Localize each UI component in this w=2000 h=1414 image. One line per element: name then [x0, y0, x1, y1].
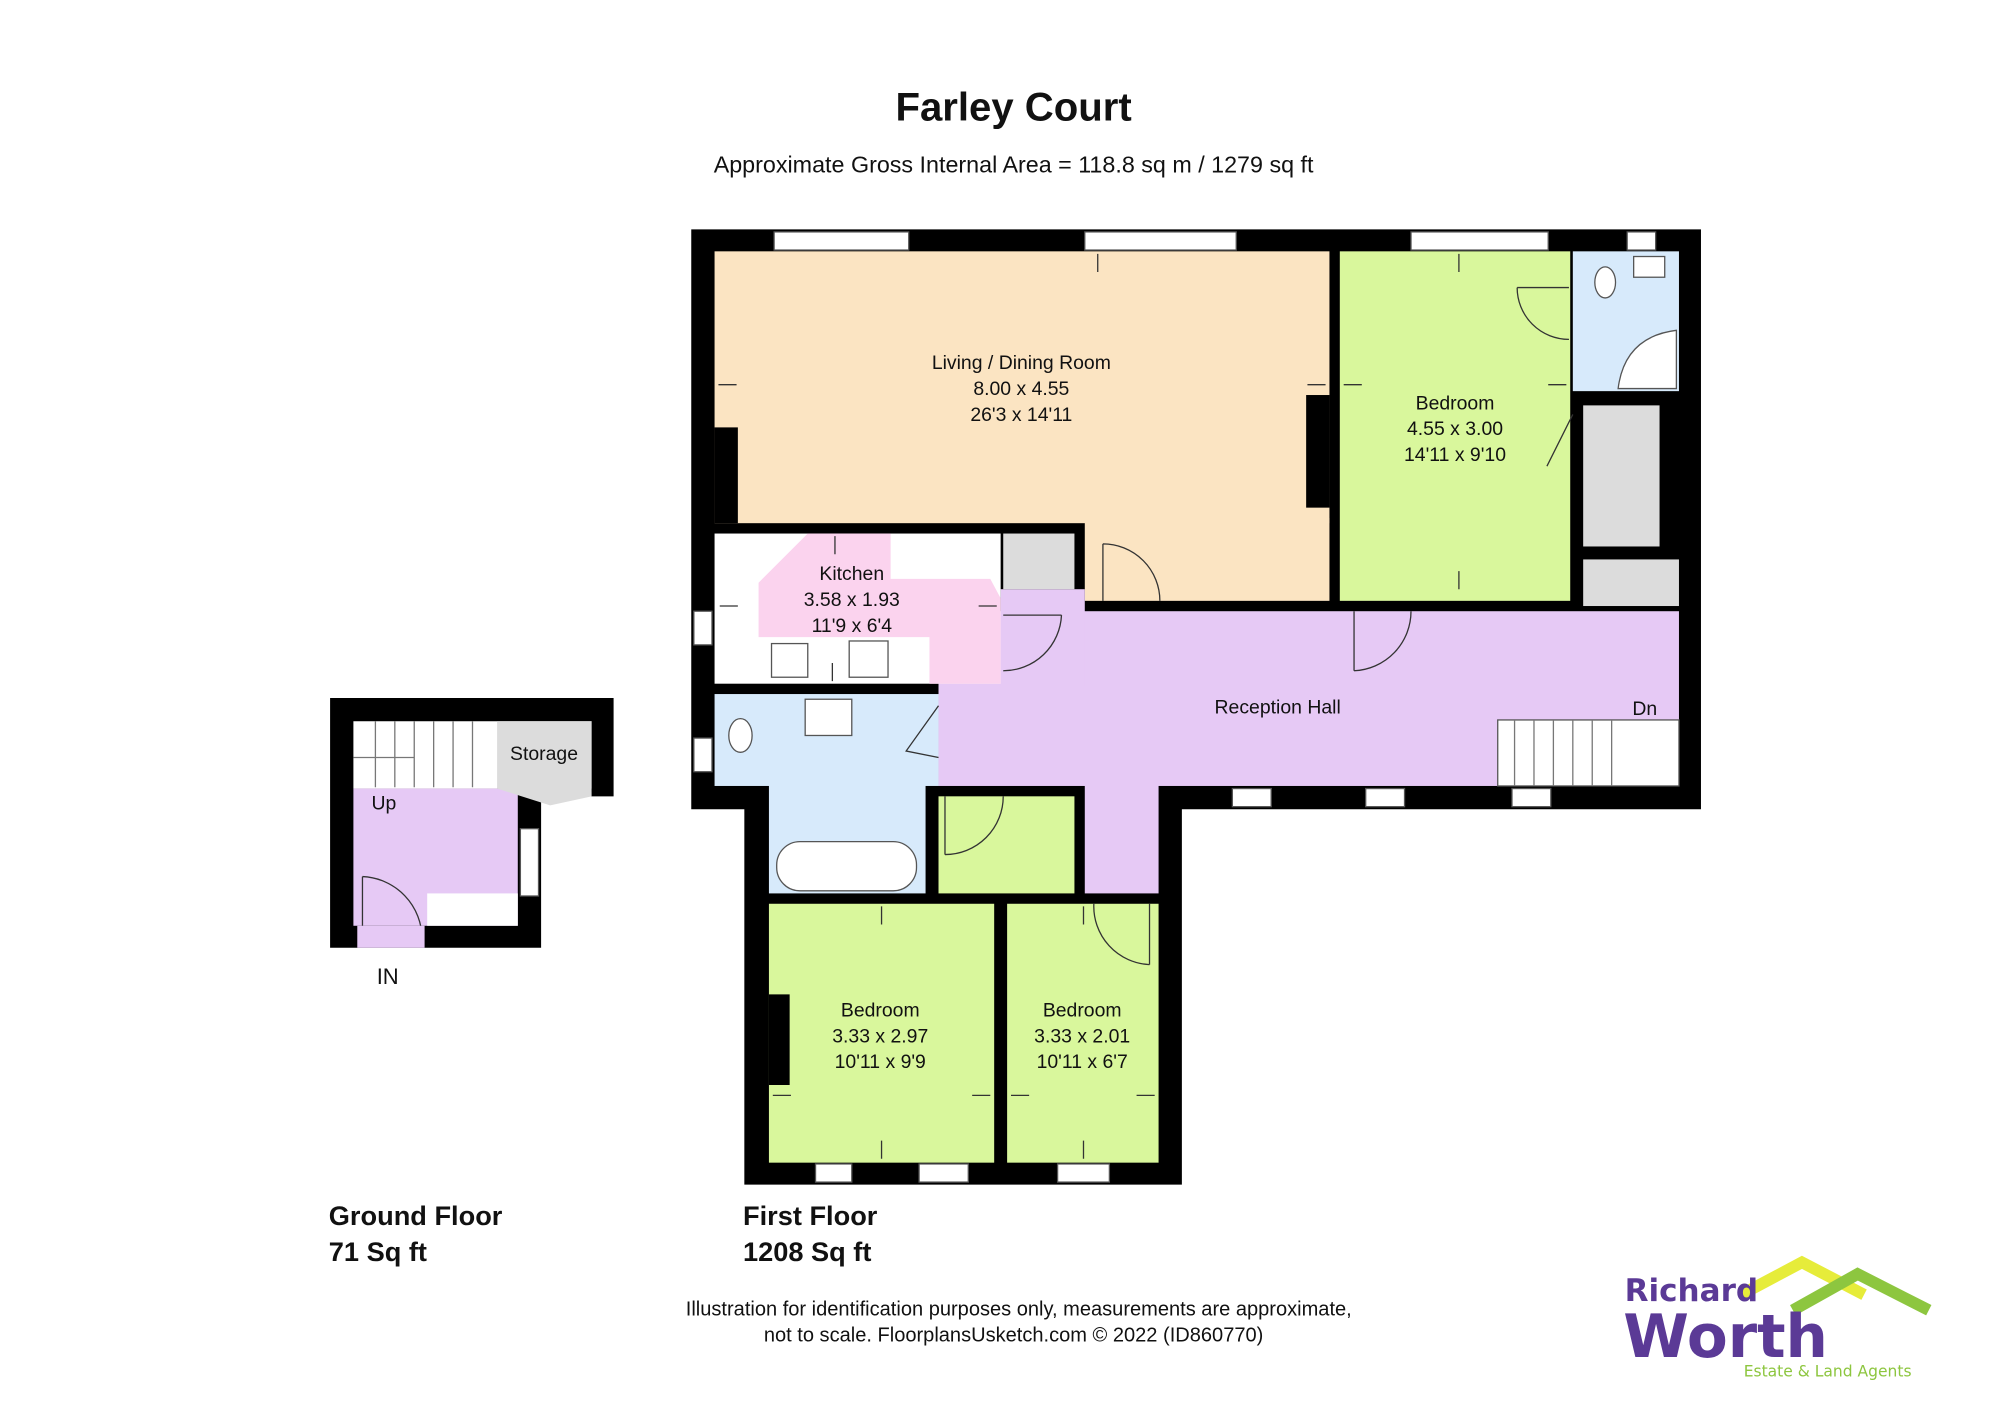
- bedroom-2: [768, 903, 995, 1163]
- bedroom-1-name: Bedroom: [1416, 392, 1495, 414]
- living-room-name: Living / Dining Room: [932, 352, 1111, 374]
- bath-icon: [776, 840, 918, 892]
- logo-tagline: Estate & Land Agents: [1744, 1362, 1912, 1380]
- living-room: [714, 251, 1330, 601]
- storage-label: Storage: [510, 743, 578, 765]
- bedroom-3-imperial: 10'11 x 6'7: [1037, 1051, 1128, 1073]
- bedroom-3-name: Bedroom: [1043, 999, 1122, 1021]
- kitchen-name: Kitchen: [819, 563, 884, 585]
- disclaimer-line-2: not to scale. FloorplansUsketch.com © 20…: [764, 1324, 1264, 1346]
- sink-icon: [770, 642, 809, 678]
- chimney-breast: [714, 427, 738, 524]
- logo-text-richard: Richard: [1625, 1273, 1759, 1309]
- bedroom-2-name: Bedroom: [841, 999, 920, 1021]
- first-floor-name: First Floor: [743, 1200, 878, 1231]
- shower-icon: [1617, 329, 1678, 390]
- storage: [497, 721, 592, 806]
- first-floor-area: 1208 Sq ft: [743, 1236, 871, 1267]
- bedroom-1-metric: 4.55 x 3.00: [1407, 418, 1503, 440]
- stairs-down-label: Dn: [1632, 698, 1657, 720]
- basin-icon: [804, 698, 853, 737]
- living-room-imperial: 26'3 x 14'11: [970, 404, 1072, 426]
- bedroom-3-metric: 3.33 x 2.01: [1034, 1025, 1130, 1047]
- first-floor-plan: Living / Dining Room 8.00 x 4.55 26'3 x …: [691, 229, 1701, 1185]
- ground-floor-name: Ground Floor: [329, 1200, 503, 1231]
- kitchen: [758, 533, 1001, 684]
- windows: [693, 231, 1657, 1183]
- plan-title: Farley Court: [895, 85, 1131, 130]
- staircase-down: [1497, 719, 1680, 787]
- logo-text-worth: Worth: [1623, 1303, 1828, 1372]
- basin-icon: [1633, 255, 1666, 278]
- cupboard: [1003, 533, 1075, 590]
- dimension-arrows: [718, 253, 1567, 1159]
- cupboard: [1583, 405, 1660, 547]
- living-room-metric: 8.00 x 4.55: [973, 378, 1069, 400]
- doors: [905, 286, 1574, 966]
- bedroom-1-imperial: 14'11 x 9'10: [1404, 444, 1506, 466]
- ground-floor-plan: Storage Up IN: [330, 697, 614, 989]
- hob-icon: [848, 640, 889, 678]
- bedroom-1: [1339, 251, 1571, 601]
- kitchen-imperial: 11'9 x 6'4: [812, 615, 893, 637]
- ground-floor-area: 71 Sq ft: [329, 1236, 427, 1267]
- plan-subtitle: Approximate Gross Internal Area = 118.8 …: [714, 151, 1314, 177]
- chimney-breast: [1306, 395, 1330, 508]
- disclaimer-line-1: Illustration for identification purposes…: [686, 1298, 1352, 1320]
- chimney-breast: [768, 994, 790, 1085]
- agent-logo: Richard Worth Estate & Land Agents: [1623, 1255, 1932, 1380]
- entrance-label: IN: [377, 964, 399, 989]
- wardrobe-area: [938, 796, 1075, 894]
- reception-hall: [938, 589, 1679, 894]
- bedroom-2-imperial: 10'11 x 9'9: [835, 1051, 926, 1073]
- kitchen-metric: 3.58 x 1.93: [804, 589, 900, 611]
- stairs-up-label: Up: [372, 792, 397, 814]
- bedroom-3: [1007, 903, 1159, 1163]
- hall-name: Reception Hall: [1215, 696, 1341, 718]
- bedroom-2-metric: 3.33 x 2.97: [832, 1025, 928, 1047]
- toilet-icon: [1594, 266, 1617, 299]
- staircase-up: [353, 721, 474, 788]
- cupboard: [1583, 559, 1679, 607]
- toilet-icon: [728, 718, 753, 753]
